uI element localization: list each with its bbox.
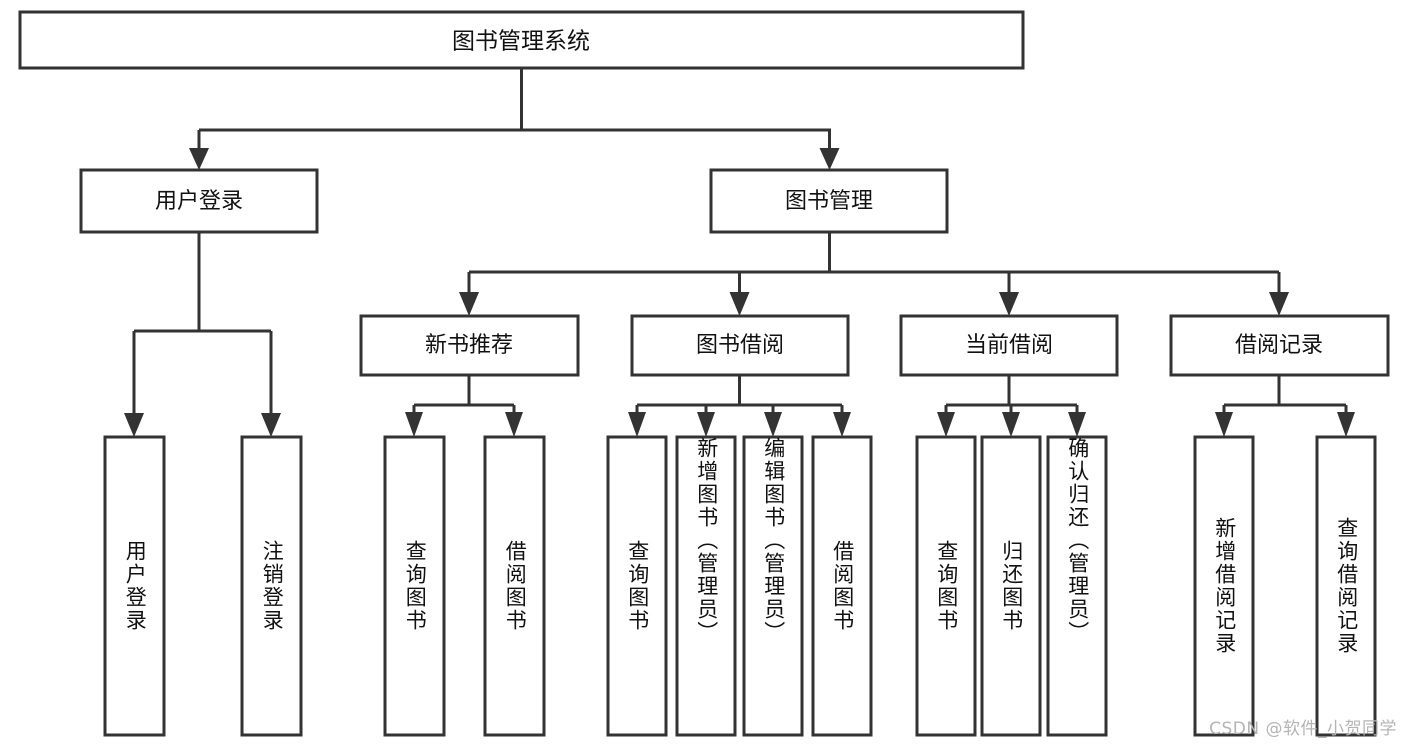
node-root[interactable]: 图书管理系统 <box>18 10 1025 70</box>
leaf-query-book-borrow-box[interactable] <box>606 435 668 737</box>
arrowhead-leaf-return-book <box>1002 412 1020 437</box>
node-borrow-record-label: 借阅记录 <box>1235 333 1323 358</box>
node-current-borrow-label: 当前借阅 <box>965 333 1053 358</box>
arrowhead-leaf-edit-book <box>764 412 782 437</box>
leaf-add-record-box[interactable] <box>1193 435 1255 737</box>
node-borrow-record-box[interactable] <box>1169 314 1390 377</box>
connector-group <box>124 68 1355 437</box>
arrowhead-leaf-add-book <box>697 412 715 437</box>
arrowhead-book-borrow <box>729 292 750 316</box>
node-current-borrow-box[interactable] <box>899 314 1119 377</box>
node-new-book-rec-label: 新书推荐 <box>425 333 513 358</box>
arrowhead-user-login <box>189 148 209 170</box>
node-new-book-rec[interactable]: 新书推荐 <box>359 314 580 377</box>
node-root-box[interactable] <box>18 10 1025 70</box>
leaf-query-record-box[interactable] <box>1315 435 1377 737</box>
arrowhead-leaf-user-logout <box>261 413 281 437</box>
leaf-add-book-box[interactable] <box>675 435 737 737</box>
leaf-query-book-current-box[interactable] <box>915 435 977 737</box>
node-new-book-rec-box[interactable] <box>359 314 580 377</box>
node-book-manage-box[interactable] <box>709 168 949 234</box>
node-book-manage-label: 图书管理 <box>785 189 873 214</box>
node-book-manage[interactable]: 图书管理 <box>709 168 949 234</box>
node-user-login[interactable]: 用户登录 <box>79 168 319 234</box>
node-borrow-record[interactable]: 借阅记录 <box>1169 314 1390 377</box>
node-current-borrow[interactable]: 当前借阅 <box>899 314 1119 377</box>
leaf-borrow-book-box[interactable] <box>811 435 873 737</box>
arrowhead-new-book-rec <box>459 292 479 316</box>
node-book-borrow-label: 图书借阅 <box>696 333 784 358</box>
leaf-borrow-book-rec-box[interactable] <box>483 435 546 737</box>
node-user-login-label: 用户登录 <box>155 189 243 214</box>
arrowhead-leaf-borrow-book-rec <box>505 412 523 437</box>
arrowhead-borrow-record <box>1269 292 1289 316</box>
leaf-box-group <box>103 435 1377 737</box>
leaf-return-book-box[interactable] <box>980 435 1042 737</box>
node-root-label: 图书管理系统 <box>452 29 590 55</box>
arrowhead-book-manage <box>819 148 840 170</box>
csdn-watermark: CSDN @软件_小贺同学 <box>1209 719 1397 739</box>
arrowhead-leaf-query-record <box>1337 412 1355 437</box>
arrowhead-leaf-user-login <box>124 413 144 437</box>
leaf-user-login-box[interactable] <box>103 435 166 737</box>
arrowhead-leaf-query-book-rec <box>405 412 423 437</box>
arrowhead-leaf-add-record <box>1215 412 1233 437</box>
leaf-query-book-rec-box[interactable] <box>383 435 446 737</box>
arrowhead-leaf-query-book-current <box>937 412 955 437</box>
node-book-borrow-box[interactable] <box>630 314 850 377</box>
node-book-borrow[interactable]: 图书借阅 <box>630 314 850 377</box>
arrowhead-leaf-query-book-borrow <box>628 412 646 437</box>
leaf-edit-book-box[interactable] <box>742 435 804 737</box>
leaf-user-logout-box[interactable] <box>240 435 303 737</box>
arrowhead-leaf-borrow-book <box>833 412 851 437</box>
arrowhead-leaf-confirm-return <box>1068 412 1086 437</box>
arrowhead-current-borrow <box>999 292 1019 316</box>
leaf-confirm-return-box[interactable] <box>1046 435 1108 737</box>
node-user-login-box[interactable] <box>79 168 319 234</box>
